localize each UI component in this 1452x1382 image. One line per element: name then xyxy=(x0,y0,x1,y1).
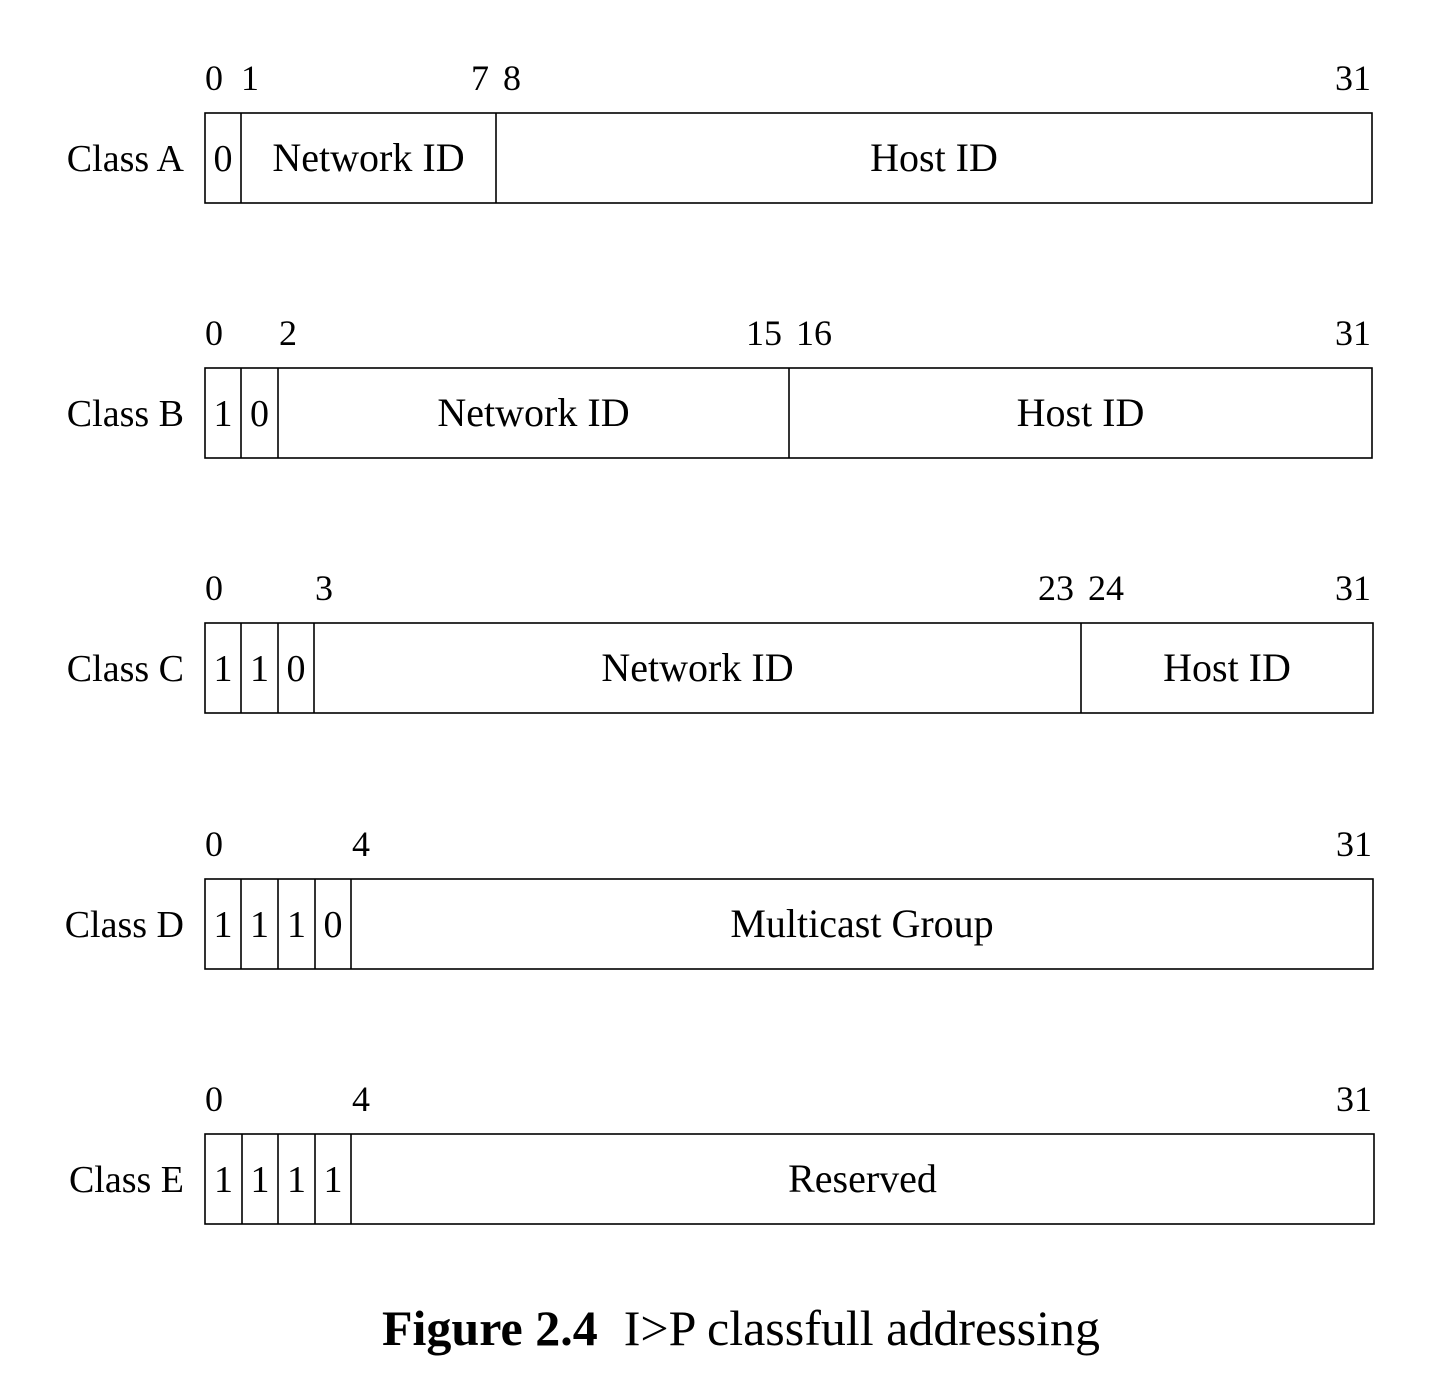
address-field-label: Reserved xyxy=(788,1156,937,1201)
address-field-label: Multicast Group xyxy=(730,901,993,946)
bit-position-label: 0 xyxy=(205,58,223,98)
figure-caption: Figure 2.4 I>P classfull addressing xyxy=(0,1298,1452,1358)
prefix-bit: 1 xyxy=(214,648,233,690)
address-field-label: Network ID xyxy=(437,390,629,435)
bit-position-label: 0 xyxy=(205,824,223,864)
bit-position-label: 31 xyxy=(1336,824,1372,864)
prefix-bit: 0 xyxy=(324,904,343,946)
class-label: Class E xyxy=(69,1159,184,1201)
address-field-label: Network ID xyxy=(272,135,464,180)
prefix-bit: 1 xyxy=(287,1159,306,1201)
bit-position-label: 16 xyxy=(796,313,832,353)
bit-position-label: 3 xyxy=(315,568,333,608)
prefix-bit: 1 xyxy=(251,1159,270,1201)
bit-position-label: 2 xyxy=(279,313,297,353)
bit-position-label: 23 xyxy=(1038,568,1074,608)
prefix-bit: 1 xyxy=(250,648,269,690)
prefix-bit: 0 xyxy=(214,138,233,180)
bit-position-label: 4 xyxy=(352,824,370,864)
bit-position-label: 7 xyxy=(471,58,489,98)
class-label: Class B xyxy=(67,393,184,435)
prefix-bit: 1 xyxy=(250,904,269,946)
prefix-bit: 1 xyxy=(324,1159,343,1201)
figure-title: I>P classfull addressing xyxy=(623,1300,1100,1356)
prefix-bit: 0 xyxy=(250,393,269,435)
bit-position-label: 8 xyxy=(503,58,521,98)
bit-position-label: 0 xyxy=(205,1079,223,1119)
prefix-bit: 1 xyxy=(214,1159,233,1201)
address-field-label: Host ID xyxy=(1017,390,1145,435)
bit-position-label: 0 xyxy=(205,568,223,608)
bit-position-label: 15 xyxy=(746,313,782,353)
address-field-box xyxy=(204,1133,1375,1225)
bit-position-label: 24 xyxy=(1088,568,1124,608)
bit-position-label: 1 xyxy=(241,58,259,98)
address-field-box xyxy=(204,622,1374,714)
prefix-bit: 0 xyxy=(287,648,306,690)
prefix-bit: 1 xyxy=(214,904,233,946)
bit-position-label: 31 xyxy=(1336,1079,1372,1119)
address-field-box xyxy=(204,878,1374,970)
bit-position-label: 31 xyxy=(1335,58,1371,98)
class-label: Class A xyxy=(67,138,185,180)
bit-position-label: 4 xyxy=(352,1079,370,1119)
prefix-bit: 1 xyxy=(287,904,306,946)
address-field-label: Network ID xyxy=(601,645,793,690)
bit-position-label: 31 xyxy=(1335,313,1371,353)
address-field-box xyxy=(204,112,1373,204)
bit-position-label: 31 xyxy=(1335,568,1371,608)
class-label: Class C xyxy=(67,648,184,690)
class-label: Class D xyxy=(65,904,184,946)
address-field-label: Host ID xyxy=(1163,645,1291,690)
prefix-bit: 1 xyxy=(214,393,233,435)
address-field-label: Host ID xyxy=(870,135,998,180)
bit-position-label: 0 xyxy=(205,313,223,353)
figure-number: Figure 2.4 xyxy=(381,1300,598,1356)
